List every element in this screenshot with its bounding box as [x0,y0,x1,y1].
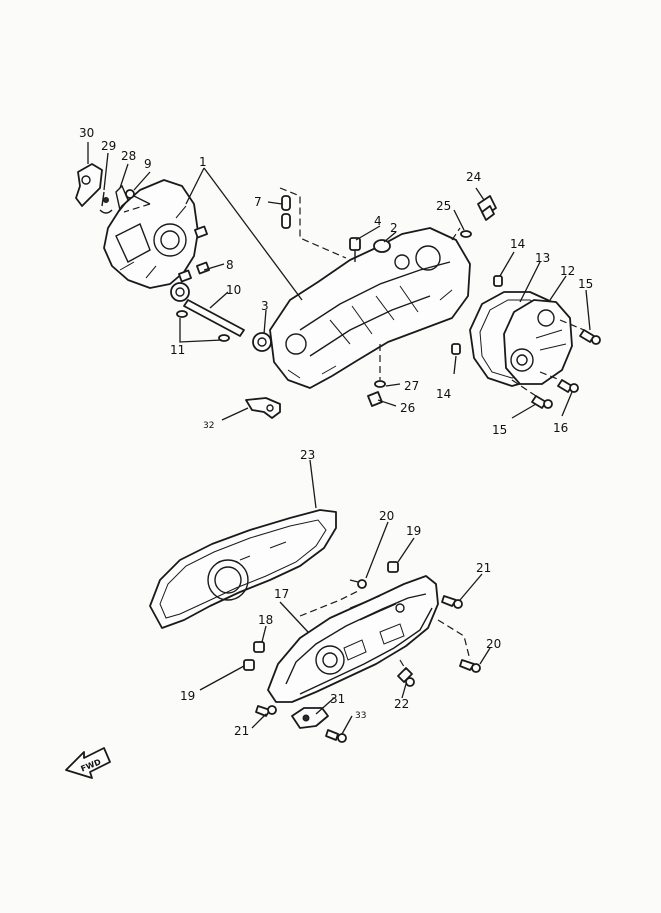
part-3-seal [252,332,272,352]
callout-20-right: 20 [486,637,501,651]
callout-31: 31 [330,692,345,706]
part-17-crankcase-cover [267,575,439,703]
callout-labels: 30 29 28 9 1 7 8 10 11 3 4 2 24 25 14 13… [79,126,593,738]
callout-9: 9 [144,157,152,171]
callout-26: 26 [400,401,415,415]
callout-1: 1 [199,155,207,169]
callout-27: 27 [404,379,419,393]
upper-leader-lines [87,142,591,421]
callout-30: 30 [79,126,94,140]
right-crankcase-half [269,227,471,389]
callout-15-top: 15 [578,277,593,291]
callout-17: 17 [274,587,289,601]
callout-13: 13 [535,251,550,265]
callout-21-left: 21 [234,724,249,738]
part-22-screw [397,667,415,687]
callout-14-bottom: 14 [436,387,451,401]
part-21-screw-left [255,705,277,717]
callout-22: 22 [394,697,409,711]
fwd-arrow-icon: FWD [65,747,111,779]
part-14-dowel-top [493,275,503,287]
callout-12: 12 [560,264,575,278]
part-10-shaft [183,299,245,337]
part-32-bracket [245,397,281,419]
part-7-dowels [281,195,291,229]
part-27-washer [374,380,386,388]
part-31-bracket [291,707,329,729]
callout-3: 3 [261,299,269,313]
callout-29: 29 [101,139,116,153]
part-15-screw-bottom [531,395,553,409]
part-25-o-ring [460,230,472,238]
callout-11: 11 [170,343,185,357]
part-12-cover [503,299,573,385]
callout-16: 16 [553,421,568,435]
callout-21-right: 21 [476,561,491,575]
part-18-pin [253,641,265,653]
callout-33: 33 [355,711,366,721]
part-2-bushing [373,239,391,253]
left-crankcase-half [103,179,210,289]
callout-14-top: 14 [510,237,525,251]
part-9-bolt [125,189,151,205]
part-seal [170,282,190,302]
callout-4: 4 [374,214,382,228]
callout-28: 28 [121,149,136,163]
upper-reference-lines [123,187,585,397]
lower-leader-lines [199,459,491,735]
part-20-screw-top [349,579,367,589]
callout-8: 8 [226,258,234,272]
callout-7: 7 [254,195,262,209]
callout-25: 25 [436,199,451,213]
part-29-screw [99,191,113,214]
callout-19-left: 19 [180,689,195,703]
part-26-bolt [367,391,383,407]
callout-19-right: 19 [406,524,421,538]
part-23-gasket [149,509,337,629]
part-16-screw [557,379,579,393]
callout-32: 32 [203,421,214,431]
callout-10: 10 [226,283,241,297]
part-30-plate [75,163,103,207]
part-19-dowel-left [243,659,255,671]
lower-reference-lines [299,589,471,671]
callout-23: 23 [300,448,315,462]
part-21-screw-right [441,595,463,609]
callout-18: 18 [258,613,273,627]
part-24-drain-plug [477,195,497,221]
part-14-dowel-bottom [451,343,461,355]
callout-24: 24 [466,170,481,184]
part-20-screw-right [459,659,481,673]
part-19-dowel-right [387,561,399,573]
callout-15-bottom: 15 [492,423,507,437]
callout-20-top: 20 [379,509,394,523]
part-4-pin [349,237,361,262]
callout-2: 2 [390,221,398,235]
part-15-screw-top [579,329,601,345]
